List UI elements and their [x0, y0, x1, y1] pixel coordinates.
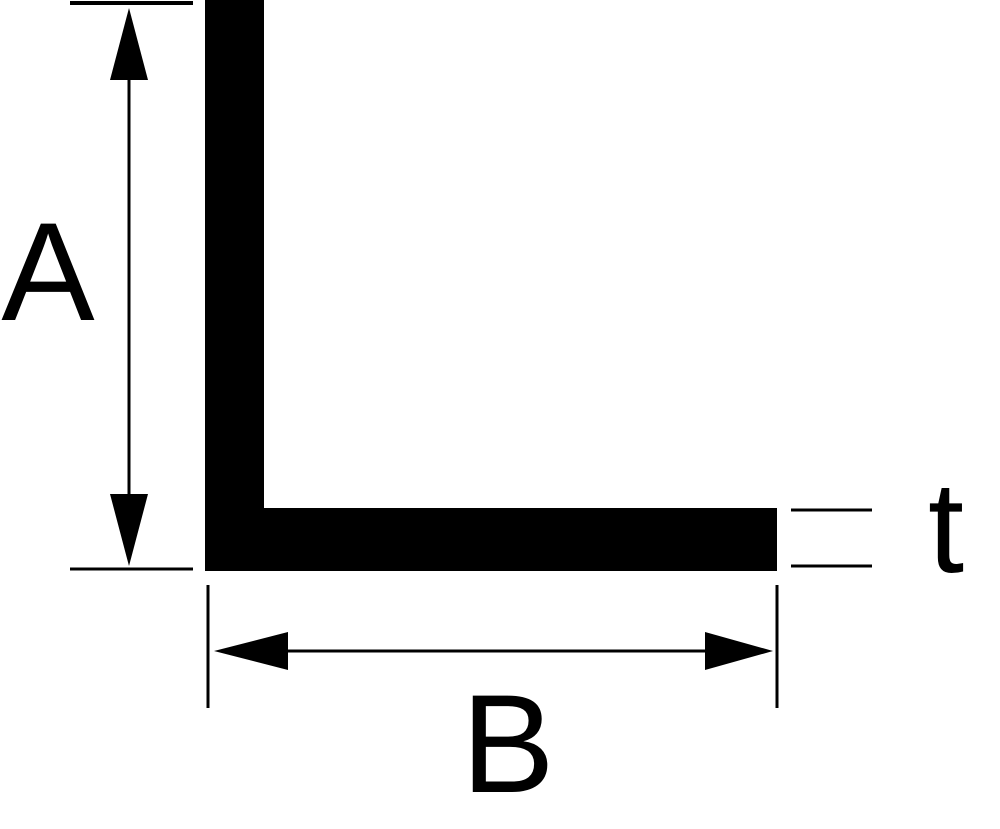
label-thickness-t: t	[928, 454, 964, 600]
label-width-b: B	[461, 665, 554, 822]
arrowhead-a-top	[110, 8, 148, 80]
arrowhead-b-left	[214, 632, 288, 670]
angle-profile	[205, 0, 777, 571]
label-height-a: A	[1, 193, 95, 350]
arrowhead-b-right	[705, 632, 773, 670]
arrowhead-a-bottom	[110, 494, 148, 566]
